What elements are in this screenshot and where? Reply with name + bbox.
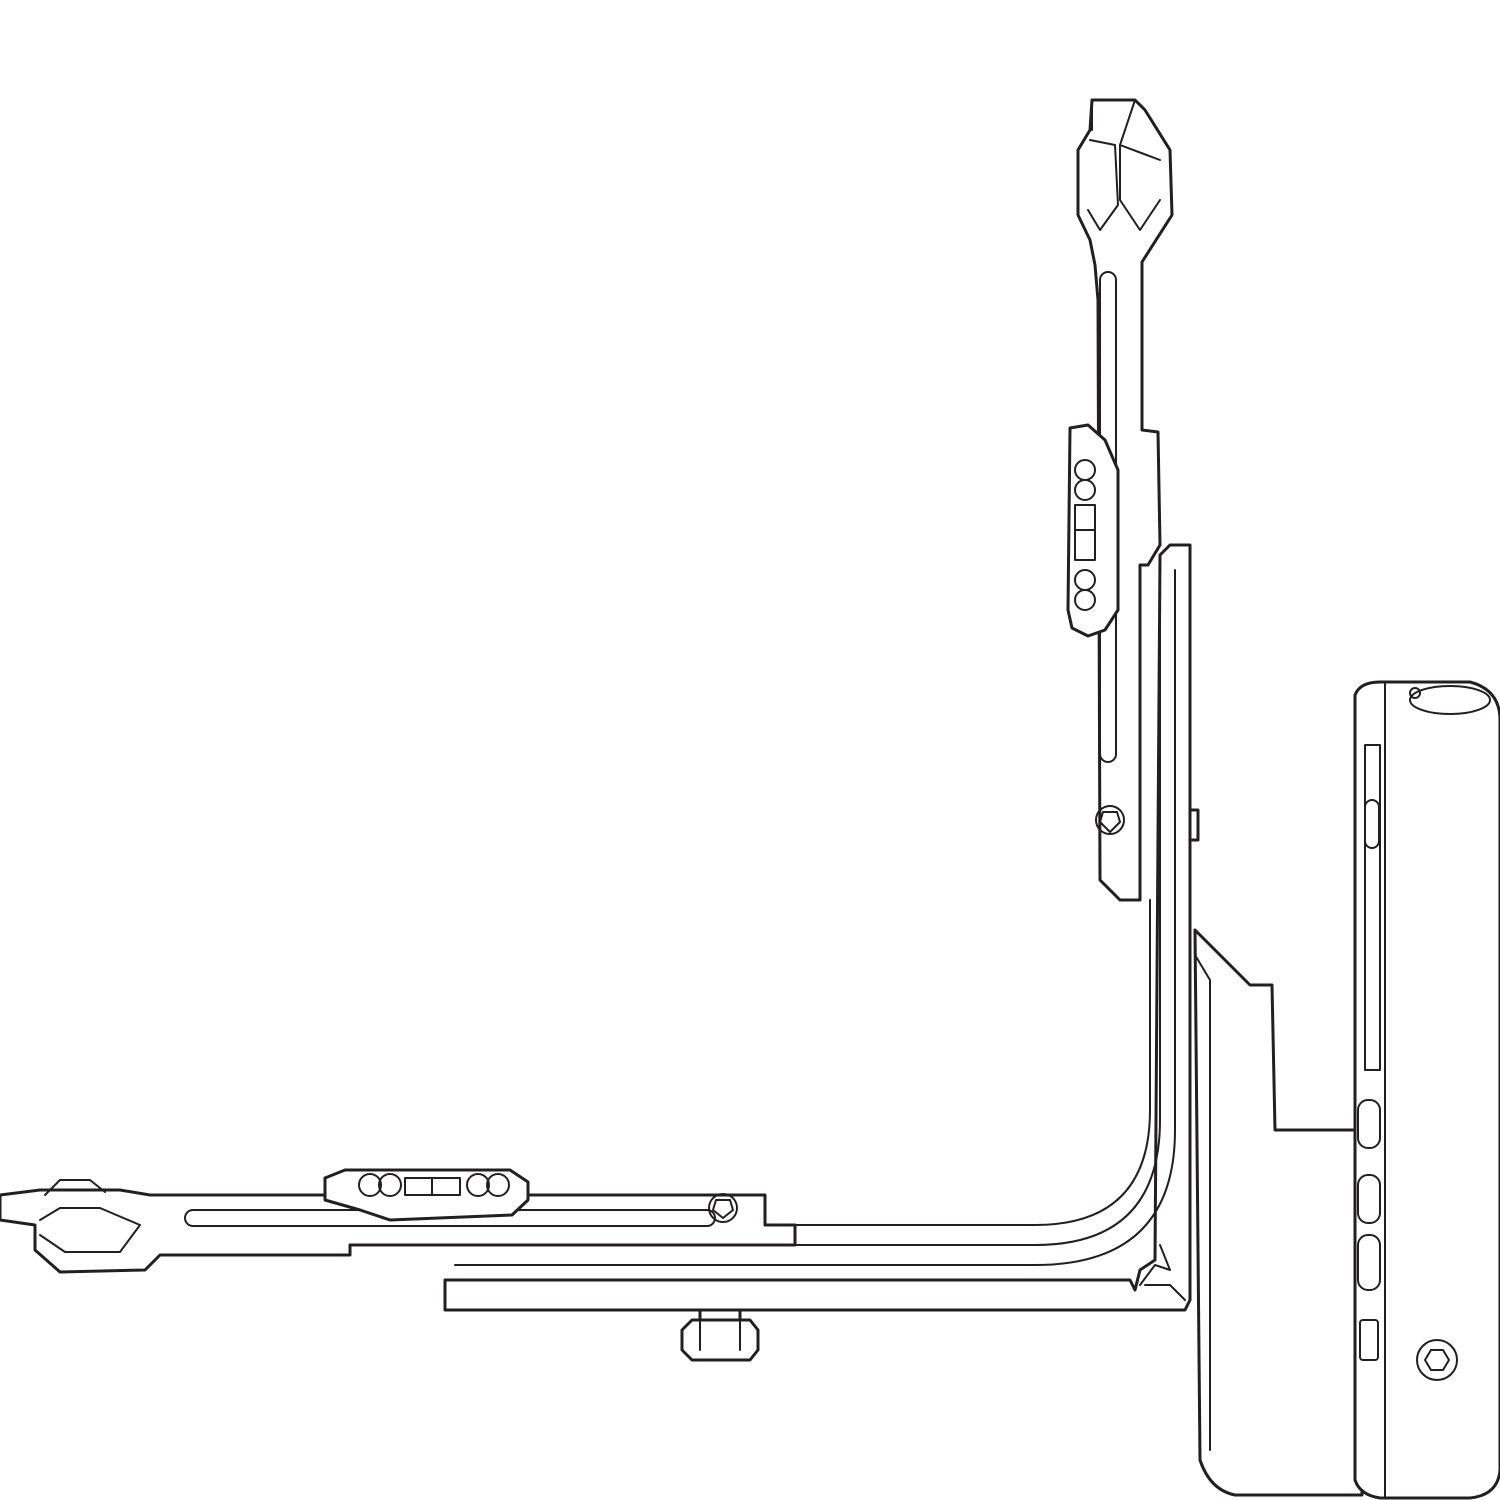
hinge-block (1193, 680, 1500, 1500)
horizontal-locking-plate (323, 1168, 530, 1222)
bottom-pin (680, 1308, 760, 1362)
vertical-locking-plate (1066, 423, 1120, 638)
horizontal-rod (0, 1179, 797, 1274)
corner-bracket (443, 543, 1200, 1312)
